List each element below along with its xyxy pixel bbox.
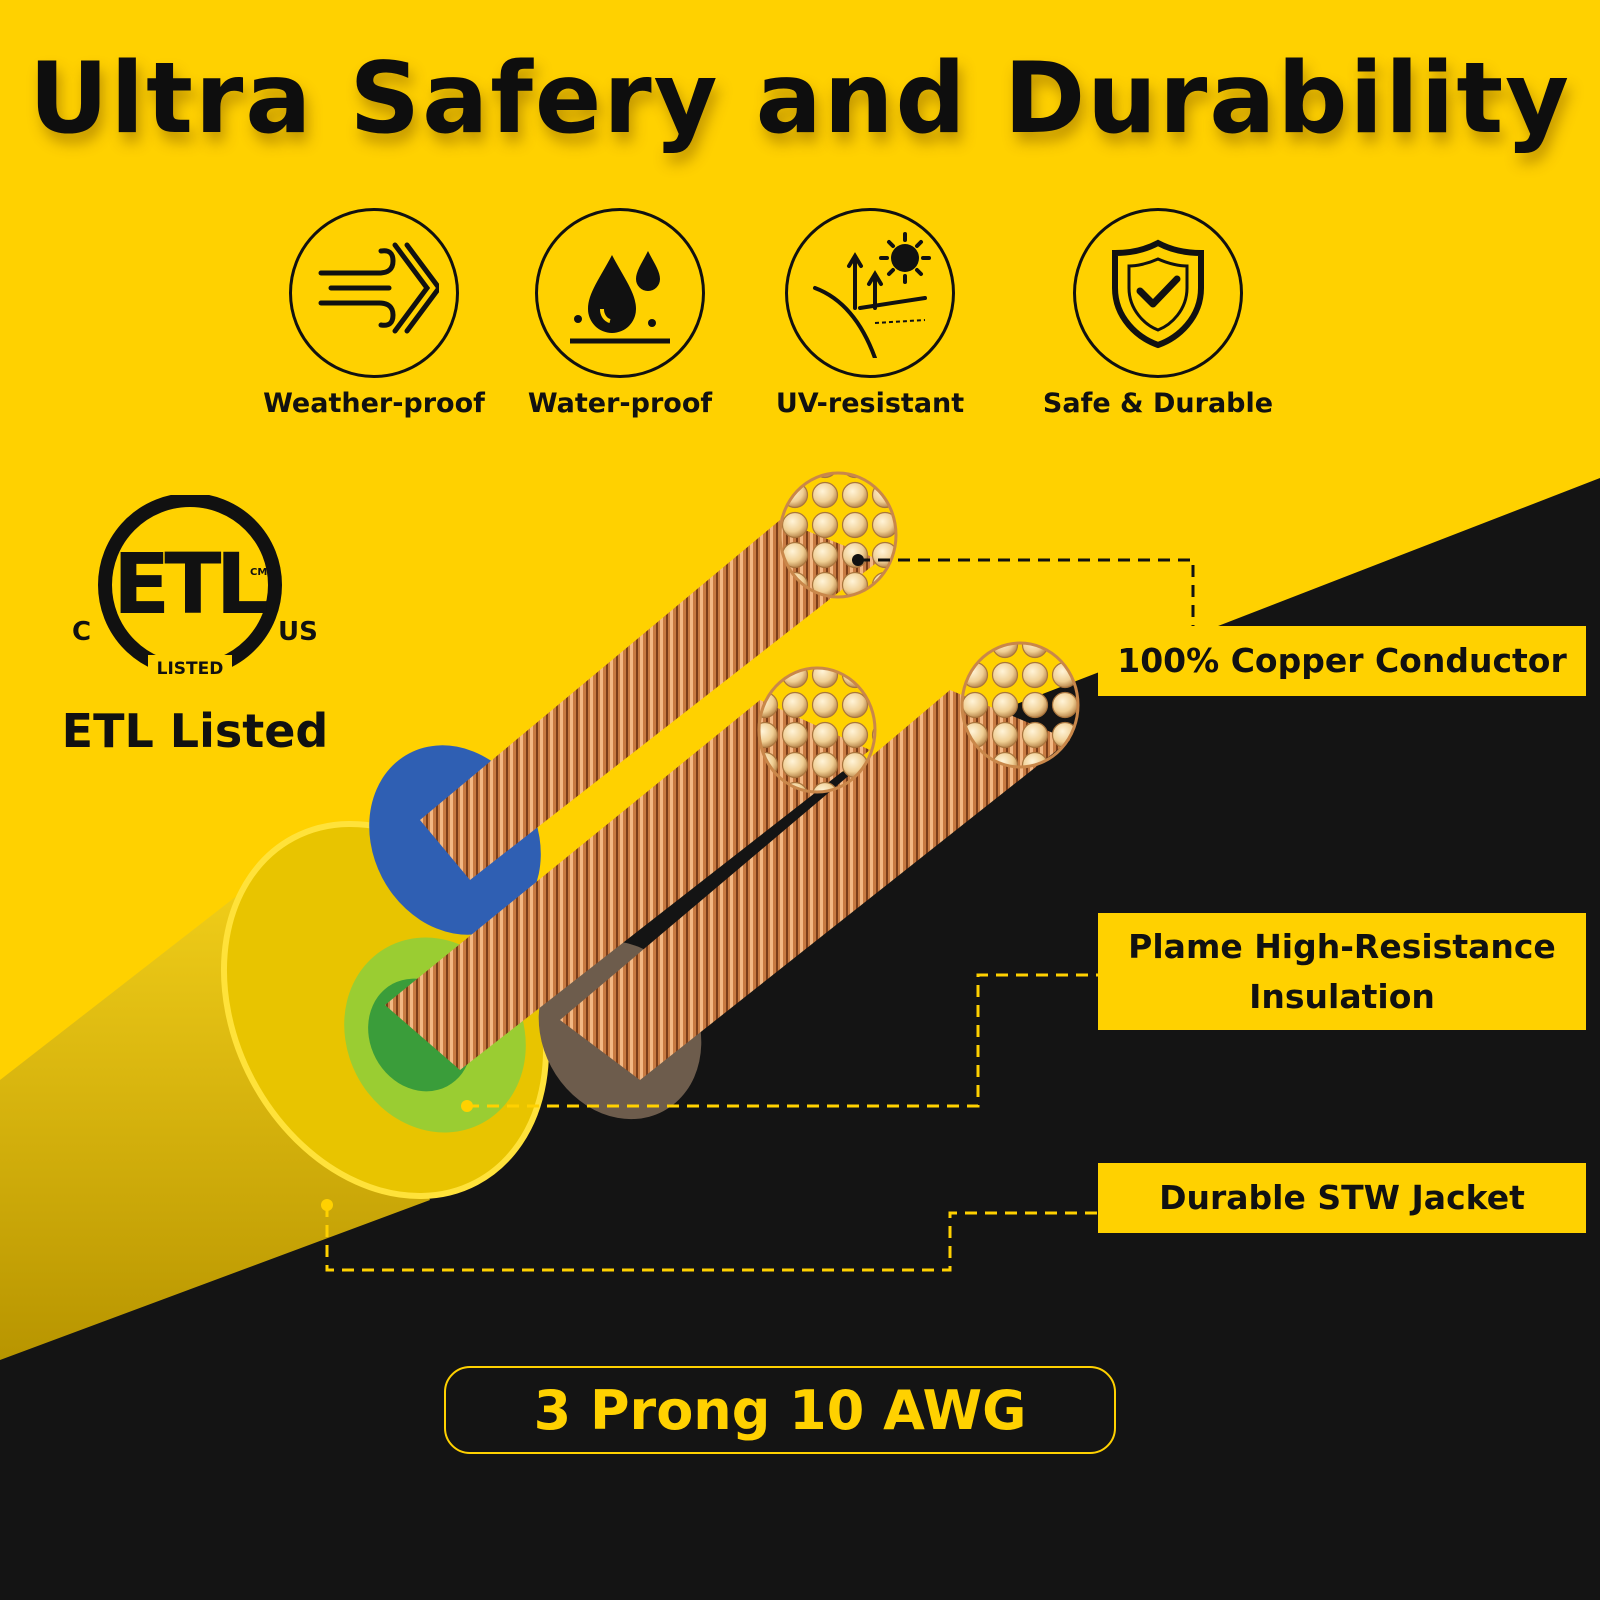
- feature-label: UV-resistant: [775, 388, 965, 419]
- leader-dot-insulation: [461, 1100, 473, 1112]
- sun-uv-icon: [813, 232, 931, 358]
- leader-lines: [325, 558, 1195, 1272]
- wind-icon: [318, 242, 439, 334]
- feature-label: Safe & Durable: [1042, 388, 1274, 419]
- dark-diagonal-panel: [0, 478, 1600, 1600]
- etl-certification: ETL CM C US LISTED ETL Listed: [60, 493, 330, 758]
- blue-conductor: [369, 471, 898, 935]
- feature-icon-circle: [535, 208, 705, 378]
- water-drop-icon: [570, 251, 670, 344]
- spec-badge: 3 Prong 10 AWG: [444, 1366, 1116, 1454]
- feature-water-proof: Water-proof: [500, 208, 740, 419]
- callout-jacket: Durable STW Jacket: [1098, 1163, 1586, 1233]
- svg-text:C: C: [72, 617, 91, 647]
- page-title: Ultra Safery and Durability: [28, 42, 1572, 156]
- svg-text:US: US: [278, 617, 318, 647]
- feature-label: Water-proof: [527, 388, 713, 419]
- feature-icon-circle: [785, 208, 955, 378]
- svg-text:CM: CM: [250, 567, 267, 578]
- feature-weather-proof: Weather-proof: [254, 208, 494, 419]
- callout-copper-conductor: 100% Copper Conductor: [1098, 626, 1586, 696]
- svg-text:ETL: ETL: [113, 535, 268, 633]
- leader-dot-conductor: [852, 554, 864, 566]
- feature-icon-circle: [289, 208, 459, 378]
- etl-logo: ETL CM C US LISTED: [72, 493, 318, 679]
- brown-conductor: [538, 641, 1080, 1120]
- feature-uv-resistant: UV-resistant: [750, 208, 990, 419]
- shield-check-icon: [1112, 239, 1204, 349]
- etl-caption: ETL Listed: [61, 704, 329, 758]
- feature-label: Weather-proof: [263, 388, 485, 419]
- green-yellow-conductor: [344, 666, 877, 1133]
- feature-icon-circle: [1073, 208, 1243, 378]
- svg-text:LISTED: LISTED: [157, 659, 224, 679]
- feature-safe-durable: Safe & Durable: [1038, 208, 1278, 419]
- leader-dot-jacket: [321, 1199, 333, 1211]
- callout-insulation: Plame High-Resistance Insulation: [1098, 913, 1586, 1030]
